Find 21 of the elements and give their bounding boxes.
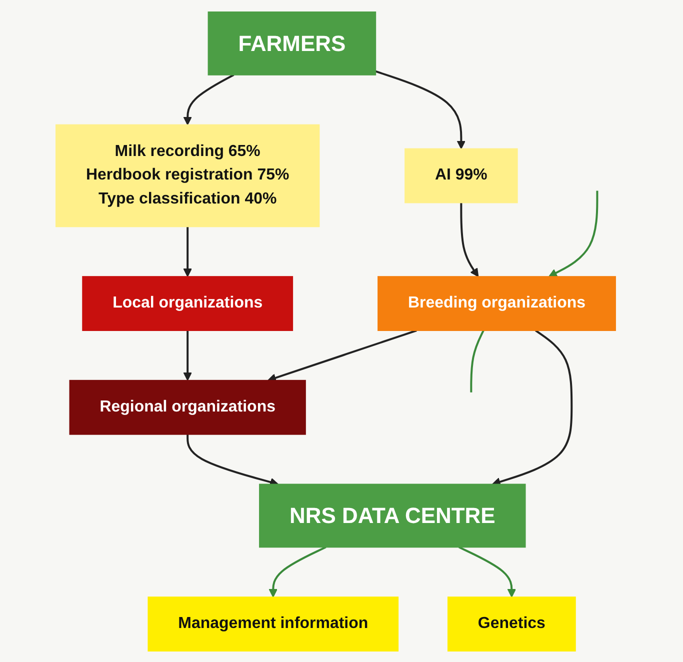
node-box: AI 99%: [404, 148, 518, 203]
arrow: [460, 202, 479, 276]
arrow: [186, 434, 279, 486]
arrow: [492, 329, 573, 486]
node-box: NRS DATA CENTRE: [258, 483, 526, 548]
arrow: [183, 226, 192, 276]
connector: [470, 330, 484, 392]
node-box: Milk recording 65% Herdbook registration 75% Type classification 40%: [55, 124, 320, 227]
arrow: [458, 546, 516, 597]
node-box: Management information: [148, 596, 398, 651]
arrow: [375, 70, 466, 149]
arrow: [268, 546, 326, 597]
node-box: Breeding organizations: [377, 276, 616, 330]
arrow: [183, 74, 234, 125]
arrow: [267, 329, 417, 382]
arrow: [183, 330, 192, 380]
node-box: Local organizations: [82, 276, 293, 330]
node-box: Genetics: [447, 596, 576, 651]
arrow: [548, 190, 598, 276]
node-box: Regional organizations: [69, 379, 306, 434]
node-box: FARMERS: [208, 11, 376, 75]
